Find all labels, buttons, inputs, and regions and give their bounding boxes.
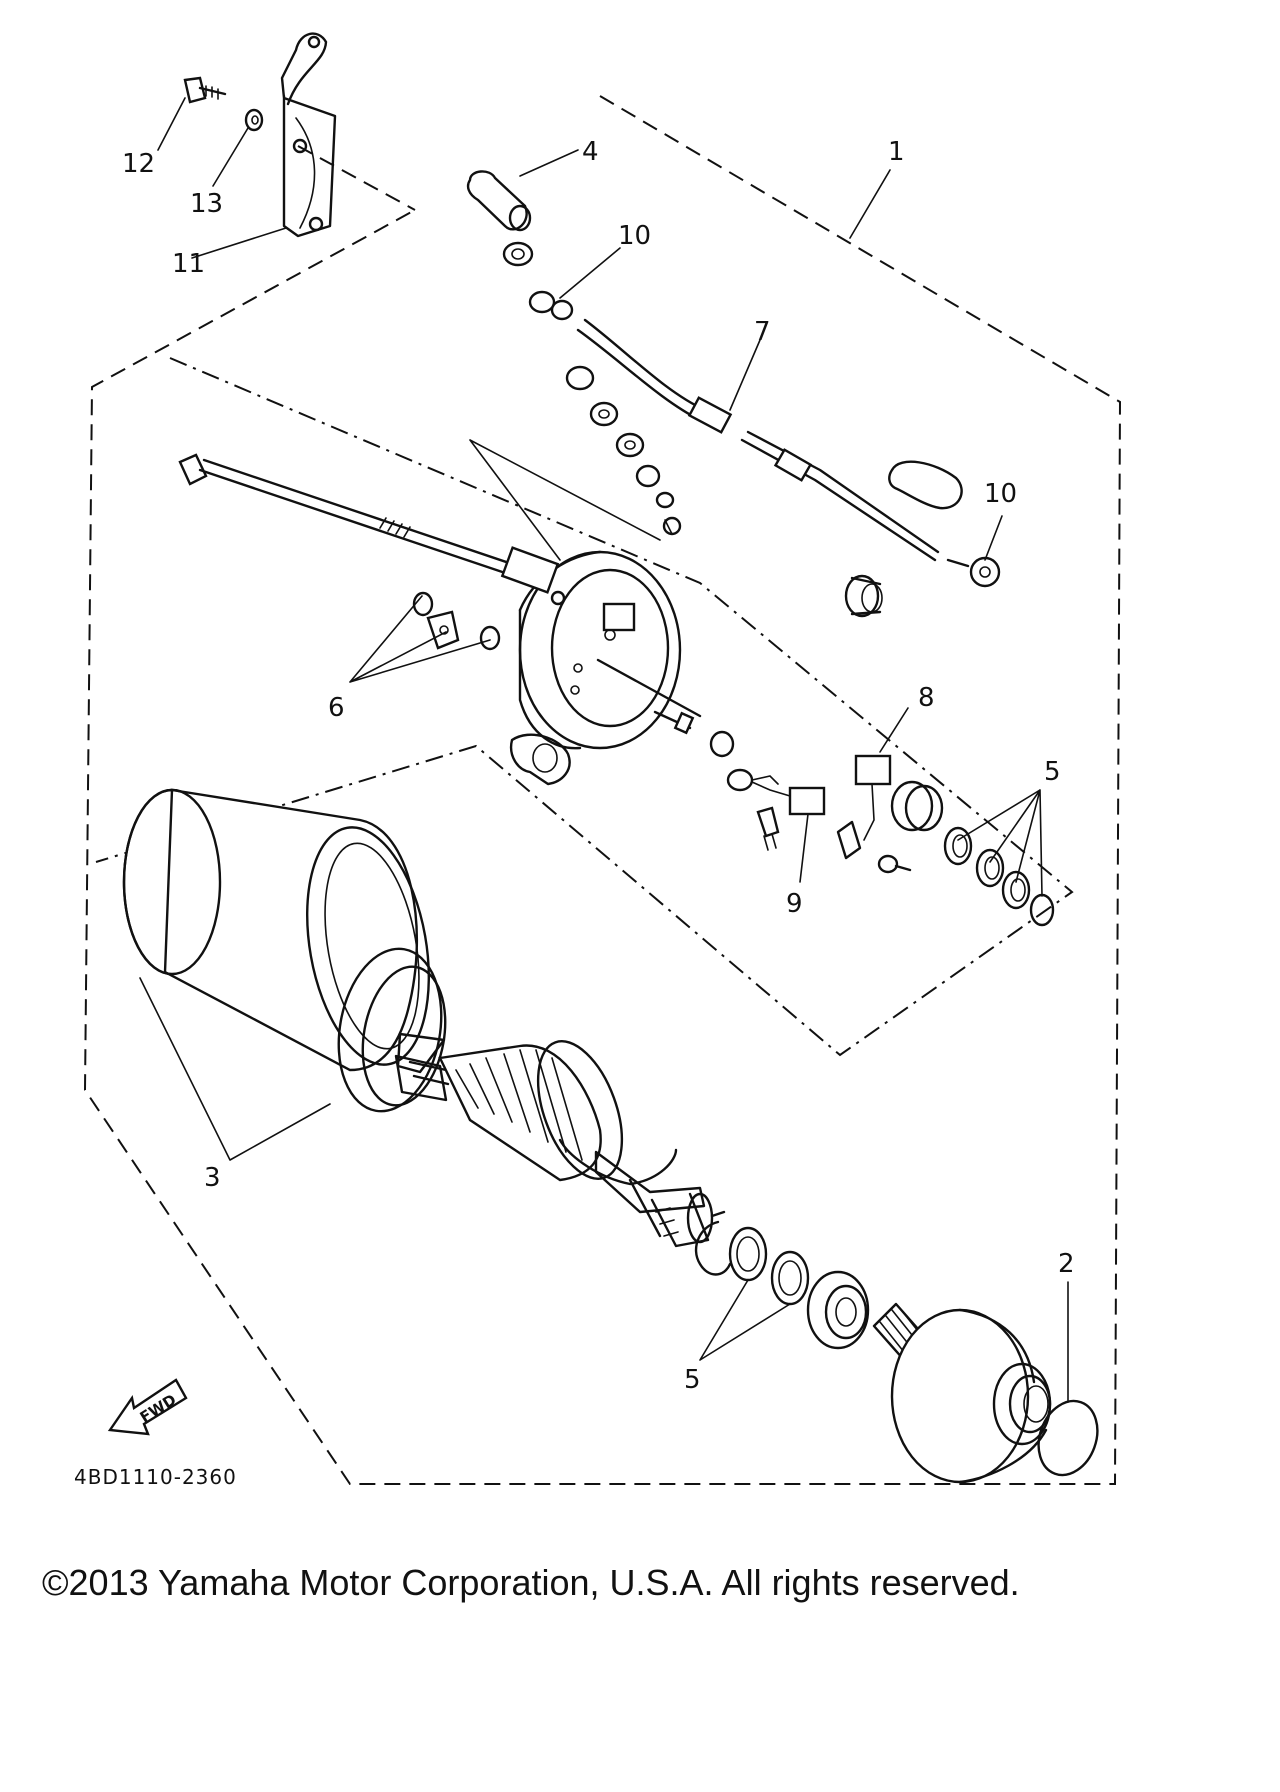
callout-4: 4 (582, 137, 599, 167)
callout-7: 7 (754, 317, 771, 347)
bushing-upper (890, 780, 944, 832)
callout-9: 9 (786, 889, 803, 919)
front-cover (890, 1308, 1052, 1484)
callout-10-lower: 10 (984, 479, 1017, 509)
oil-seal (806, 1270, 870, 1350)
brush-8 (854, 754, 892, 841)
assembly-boundary (83, 95, 1122, 1485)
drawing-code: 4BD1110-2360 (74, 1465, 237, 1489)
mounting-bracket (280, 32, 416, 238)
brush-9 (751, 781, 826, 851)
callout-6: 6 (328, 693, 345, 723)
ring-terminal-10 (946, 556, 1001, 588)
insulator-6 (426, 610, 460, 650)
brush-terminal-screw (836, 820, 912, 874)
terminal-cap (888, 460, 963, 510)
through-bolt (178, 453, 526, 580)
brush-spring-pin (653, 710, 695, 735)
callout-10-upper: 10 (618, 221, 651, 251)
shim-stack-lower-5 (728, 1226, 810, 1306)
yoke-housing-3 (122, 788, 446, 1074)
callout-13: 13 (190, 189, 223, 219)
bearing-bushing (844, 574, 883, 618)
nut-stack (502, 241, 682, 536)
copyright-notice: ©2013 Yamaha Motor Corporation, U.S.A. A… (42, 1562, 1020, 1603)
o-ring-2 (1037, 1399, 1099, 1477)
callout-3: 3 (204, 1163, 221, 1193)
shim-stack-upper-5 (943, 826, 1055, 927)
brush-holder-plate (509, 733, 571, 786)
callout-8: 8 (918, 683, 935, 713)
terminal-cover-4 (466, 170, 532, 232)
callout-5-upper: 5 (1044, 757, 1061, 787)
end-cover (500, 546, 702, 750)
o-ring-front (337, 947, 447, 1113)
o-ring-6b (479, 625, 501, 651)
brush-holder-group-frame (95, 357, 1074, 1057)
bolt-12 (183, 76, 227, 104)
callout-11: 11 (172, 249, 205, 279)
leader-lines (139, 97, 1069, 1403)
circlip (694, 1210, 732, 1276)
callout-2: 2 (1058, 1249, 1075, 1279)
fwd-arrow-icon: FWD (107, 1378, 188, 1436)
washer-pair (709, 730, 779, 792)
o-ring-6a (412, 591, 434, 617)
lead-wire-7 (576, 318, 940, 562)
callout-12: 12 (122, 149, 155, 179)
washer-13 (244, 108, 264, 132)
callout-5-lower: 5 (684, 1365, 701, 1395)
armature (394, 1040, 714, 1248)
callout-1: 1 (888, 137, 905, 167)
